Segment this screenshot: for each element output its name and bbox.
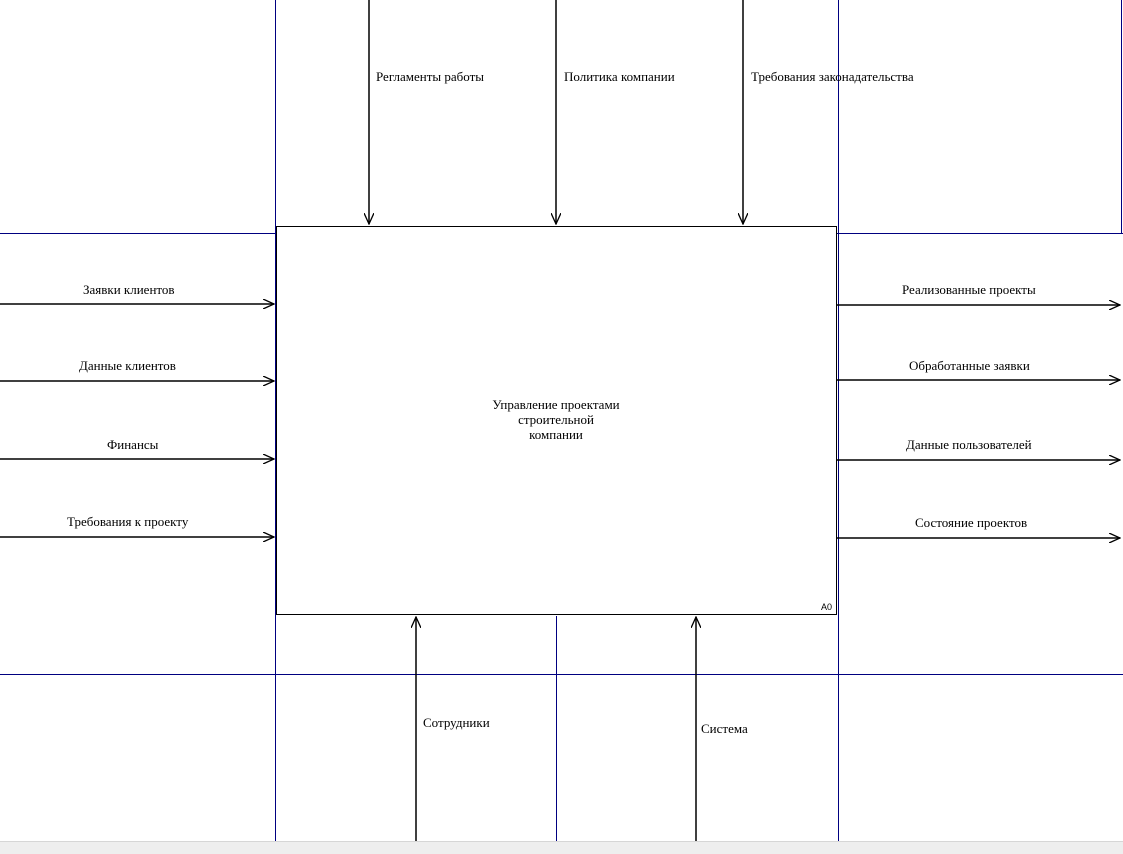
output-label-4: Состояние проектов (915, 515, 1028, 530)
control-label-3: Требования законадательства (751, 69, 914, 84)
input-label-2: Данные клиентов (79, 358, 176, 373)
mechanism-label-2: Система (701, 721, 748, 736)
output-label-1: Реализованные проекты (902, 282, 1036, 297)
horizontal-scrollbar[interactable] (0, 841, 1123, 854)
control-label-1: Регламенты работы (376, 69, 485, 84)
output-arrows (837, 305, 1120, 538)
input-arrows (0, 304, 274, 537)
function-title-line-2: строительной (518, 412, 594, 427)
input-label-4: Требования к проекту (67, 514, 189, 529)
control-label-2: Политика компании (564, 69, 675, 84)
function-title-line-1: Управление проектами (492, 397, 620, 412)
output-label-3: Данные пользователей (906, 437, 1032, 452)
function-title-line-3: компании (529, 427, 583, 442)
mechanism-label-1: Сотрудники (423, 715, 490, 730)
node-number: A0 (821, 602, 833, 612)
input-label-1: Заявки клиентов (83, 282, 175, 297)
function-title: Управление проектами строительной компан… (276, 397, 836, 442)
output-label-2: Обработанные заявки (909, 358, 1030, 373)
mechanism-arrows (416, 617, 696, 841)
function-box[interactable] (276, 226, 837, 615)
input-label-3: Финансы (107, 437, 159, 452)
control-arrows (369, 0, 743, 224)
